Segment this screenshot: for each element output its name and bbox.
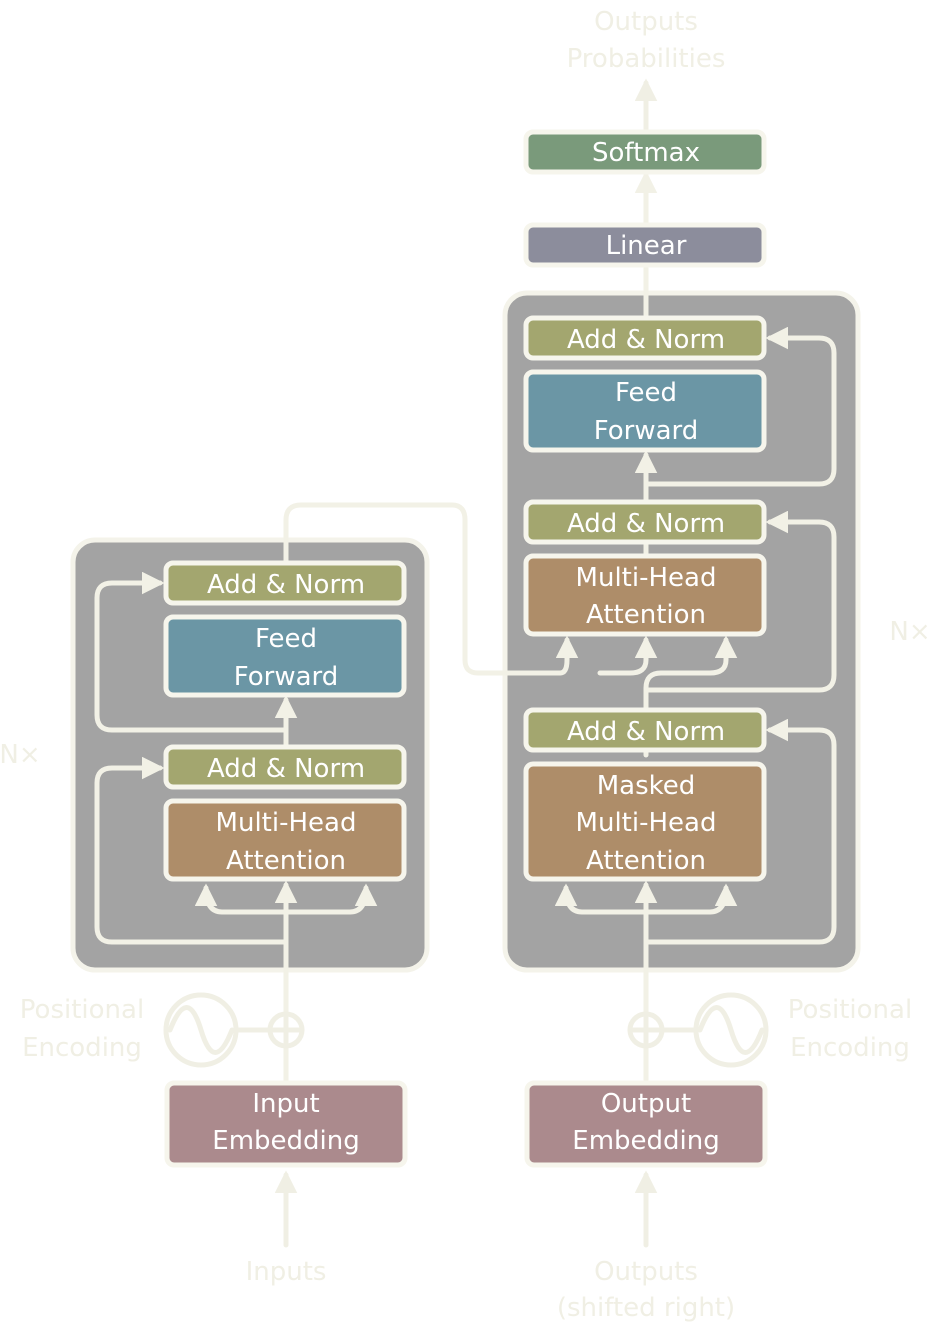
encoder-sine-curve bbox=[167, 1005, 235, 1055]
output-probabilities-label-1: Outputs bbox=[594, 7, 698, 37]
encoder-feed-forward-label-2: Forward bbox=[234, 662, 339, 692]
decoder-add-norm-mid-box bbox=[523, 499, 767, 545]
encoder-positional-encoding-label-2: Encoding bbox=[22, 1033, 142, 1063]
decoder-feed-forward-box bbox=[523, 369, 767, 453]
decoder-add-icon-cross bbox=[627, 1011, 665, 1049]
decoder-add-norm-bottom-box bbox=[523, 707, 767, 753]
encoder-inputs-label: Inputs bbox=[246, 1257, 327, 1287]
encoder-attention-label-1: Multi-Head bbox=[216, 808, 357, 838]
decoder-positional-encoding-label-1: Positional bbox=[788, 995, 912, 1025]
encoder-n-label: N× bbox=[0, 740, 41, 770]
encoder-sine-wave-icon bbox=[163, 992, 239, 1068]
encoder-add-norm-top-box bbox=[163, 560, 407, 606]
output-embedding-label-1: Output bbox=[601, 1089, 691, 1119]
decoder-masked-attention-label-1: Masked bbox=[597, 771, 696, 801]
decoder-masked-attention-label-3: Attention bbox=[586, 846, 706, 876]
encoder-add-norm-bottom: Add & Norm bbox=[163, 744, 407, 790]
input-embedding-label-2: Embedding bbox=[212, 1126, 359, 1156]
decoder-add-norm-mid: Add & Norm bbox=[523, 499, 767, 545]
encoder-feed-forward-box bbox=[163, 614, 407, 698]
decoder-add-norm-top-box bbox=[523, 315, 767, 361]
decoder-masked-attention-label-2: Multi-Head bbox=[576, 808, 717, 838]
decoder-attention-label-1: Multi-Head bbox=[576, 563, 717, 593]
decoder-attention-box bbox=[523, 553, 767, 637]
decoder-add-norm-mid-label: Add & Norm bbox=[567, 509, 725, 539]
encoder-feed-forward: Feed Forward bbox=[163, 614, 407, 698]
input-embedding: Input Embedding bbox=[164, 1080, 408, 1168]
decoder-add-norm-top-label: Add & Norm bbox=[567, 325, 725, 355]
decoder-feed-forward-label-2: Forward bbox=[594, 416, 699, 446]
encoder-add-norm-top-label: Add & Norm bbox=[207, 570, 365, 600]
decoder-inputs-label-2: (shifted right) bbox=[557, 1293, 735, 1323]
output-embedding-box bbox=[524, 1080, 768, 1168]
decoder-add-norm-bottom-label: Add & Norm bbox=[567, 717, 725, 747]
input-embedding-box bbox=[164, 1080, 408, 1168]
decoder-masked-attention-box bbox=[523, 761, 767, 882]
decoder-softmax-box bbox=[523, 129, 767, 175]
output-embedding-label-2: Embedding bbox=[572, 1126, 719, 1156]
encoder-attention-box bbox=[163, 798, 407, 882]
encoder-add-norm-top: Add & Norm bbox=[163, 560, 407, 606]
decoder-masked-attention: Masked Multi-Head Attention bbox=[523, 761, 767, 882]
decoder-add-norm-top: Add & Norm bbox=[523, 315, 767, 361]
output-embedding: Output Embedding bbox=[524, 1080, 768, 1168]
input-embedding-label-1: Input bbox=[252, 1089, 319, 1119]
decoder-softmax-label: Softmax bbox=[592, 138, 700, 168]
encoder-add-norm-bottom-box bbox=[163, 744, 407, 790]
connectors bbox=[94, 78, 837, 1163]
encoder-attention-label-2: Attention bbox=[226, 846, 346, 876]
decoder-add-norm-bottom: Add & Norm bbox=[523, 707, 767, 753]
decoder-feed-forward: Feed Forward bbox=[523, 369, 767, 453]
decoder-linear-label: Linear bbox=[606, 231, 687, 261]
decoder-attention-label-2: Attention bbox=[586, 600, 706, 630]
decoder-linear: Linear bbox=[523, 222, 767, 268]
decoder-n-label: N× bbox=[889, 617, 930, 647]
output-probabilities-label-2: Probabilities bbox=[567, 44, 726, 74]
encoder-add-icon-cross bbox=[267, 1011, 305, 1049]
encoder-attention: Multi-Head Attention bbox=[163, 798, 407, 882]
encoder-positional-encoding-label-1: Positional bbox=[20, 995, 144, 1025]
encoder-feed-forward-label-1: Feed bbox=[255, 624, 317, 654]
decoder-positional-encoding-label-2: Encoding bbox=[790, 1033, 910, 1063]
decoder-softmax: Softmax bbox=[523, 129, 767, 175]
decoder-sine-wave-icon bbox=[693, 992, 769, 1068]
decoder-inputs-label-1: Outputs bbox=[594, 1257, 698, 1287]
encoder-positional-encoding: Positional Encoding bbox=[20, 992, 305, 1068]
decoder-sine-curve bbox=[697, 1005, 765, 1055]
decoder-positional-encoding: Positional Encoding bbox=[627, 992, 912, 1068]
decoder-attention: Multi-Head Attention bbox=[523, 553, 767, 637]
encoder-add-norm-bottom-label: Add & Norm bbox=[207, 754, 365, 784]
decoder-linear-box bbox=[523, 222, 767, 268]
decoder-feed-forward-label-1: Feed bbox=[615, 378, 677, 408]
